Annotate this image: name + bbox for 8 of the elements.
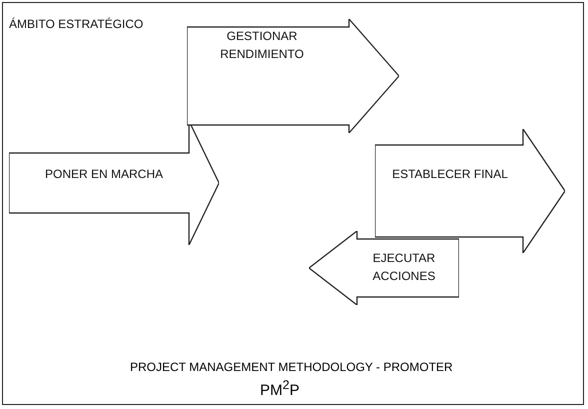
arrow-label: ESTABLECER FINAL	[391, 166, 509, 183]
methodology-name: PM$^{2}$P	[260, 378, 300, 399]
arrow-label: EJECUTAR ACCIONES	[372, 250, 436, 285]
frame-title: ÁMBITO ESTRATÉGICO	[9, 16, 144, 33]
arrow-label: GESTIONAR RENDIMIENTO	[219, 28, 305, 63]
caption-text: PROJECT MANAGEMENT METHODOLOGY - PROMOTER	[130, 360, 453, 374]
frame	[2, 2, 584, 405]
arrow-label: PONER EN MARCHA	[44, 166, 164, 183]
